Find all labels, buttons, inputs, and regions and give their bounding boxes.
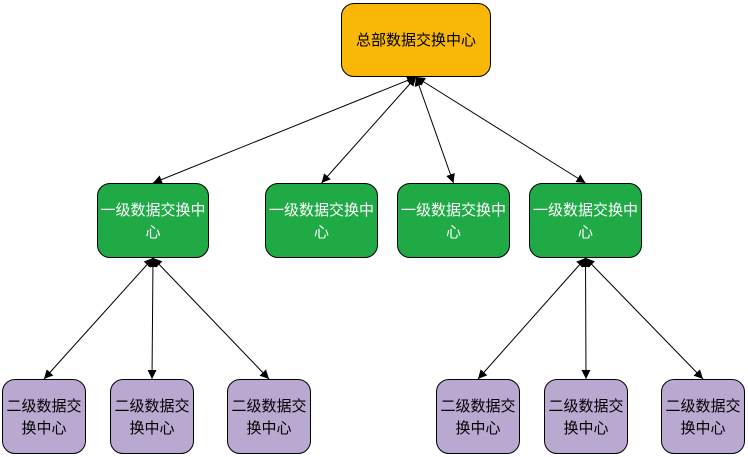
level2-node-label: 二级数据交换中心 <box>440 396 516 437</box>
level1-node[interactable]: 一级数据交换中心 <box>265 183 378 258</box>
level1-node-label: 一级数据交换中心 <box>268 200 374 241</box>
level2-node[interactable]: 二级数据交换中心 <box>661 379 745 454</box>
hq-node[interactable]: 总部数据交换中心 <box>341 3 491 77</box>
level2-node[interactable]: 二级数据交换中心 <box>227 379 311 454</box>
connector-edge <box>152 76 417 184</box>
edge-group <box>43 76 704 380</box>
level1-node-label: 一级数据交换中心 <box>400 200 506 241</box>
connector-edge <box>147 257 158 380</box>
hq-node-label: 总部数据交换中心 <box>355 31 476 49</box>
connector-edge <box>321 76 417 184</box>
level1-node[interactable]: 一级数据交换中心 <box>397 183 510 258</box>
connector-edge <box>415 76 586 184</box>
level2-node-label: 二级数据交换中心 <box>6 396 82 437</box>
connector-edge <box>585 257 704 380</box>
level1-node[interactable]: 一级数据交换中心 <box>97 183 209 258</box>
connector-edge <box>414 76 455 184</box>
level2-node-label: 二级数据交换中心 <box>665 396 741 437</box>
connector-edge <box>477 257 586 380</box>
level2-node[interactable]: 二级数据交换中心 <box>544 379 628 454</box>
level2-node[interactable]: 二级数据交换中心 <box>2 379 86 454</box>
level2-node-label: 二级数据交换中心 <box>548 396 624 437</box>
connector-edge <box>152 257 270 380</box>
level2-node-label: 二级数据交换中心 <box>114 396 190 437</box>
connector-edge <box>581 257 591 380</box>
level1-node-label: 一级数据交换中心 <box>100 200 206 241</box>
level2-node-label: 二级数据交换中心 <box>231 396 307 437</box>
level1-node[interactable]: 一级数据交换中心 <box>529 183 642 258</box>
connector-edge <box>43 257 154 380</box>
level1-node-label: 一级数据交换中心 <box>532 200 638 241</box>
level2-node[interactable]: 二级数据交换中心 <box>436 379 520 454</box>
level2-node[interactable]: 二级数据交换中心 <box>110 379 194 454</box>
